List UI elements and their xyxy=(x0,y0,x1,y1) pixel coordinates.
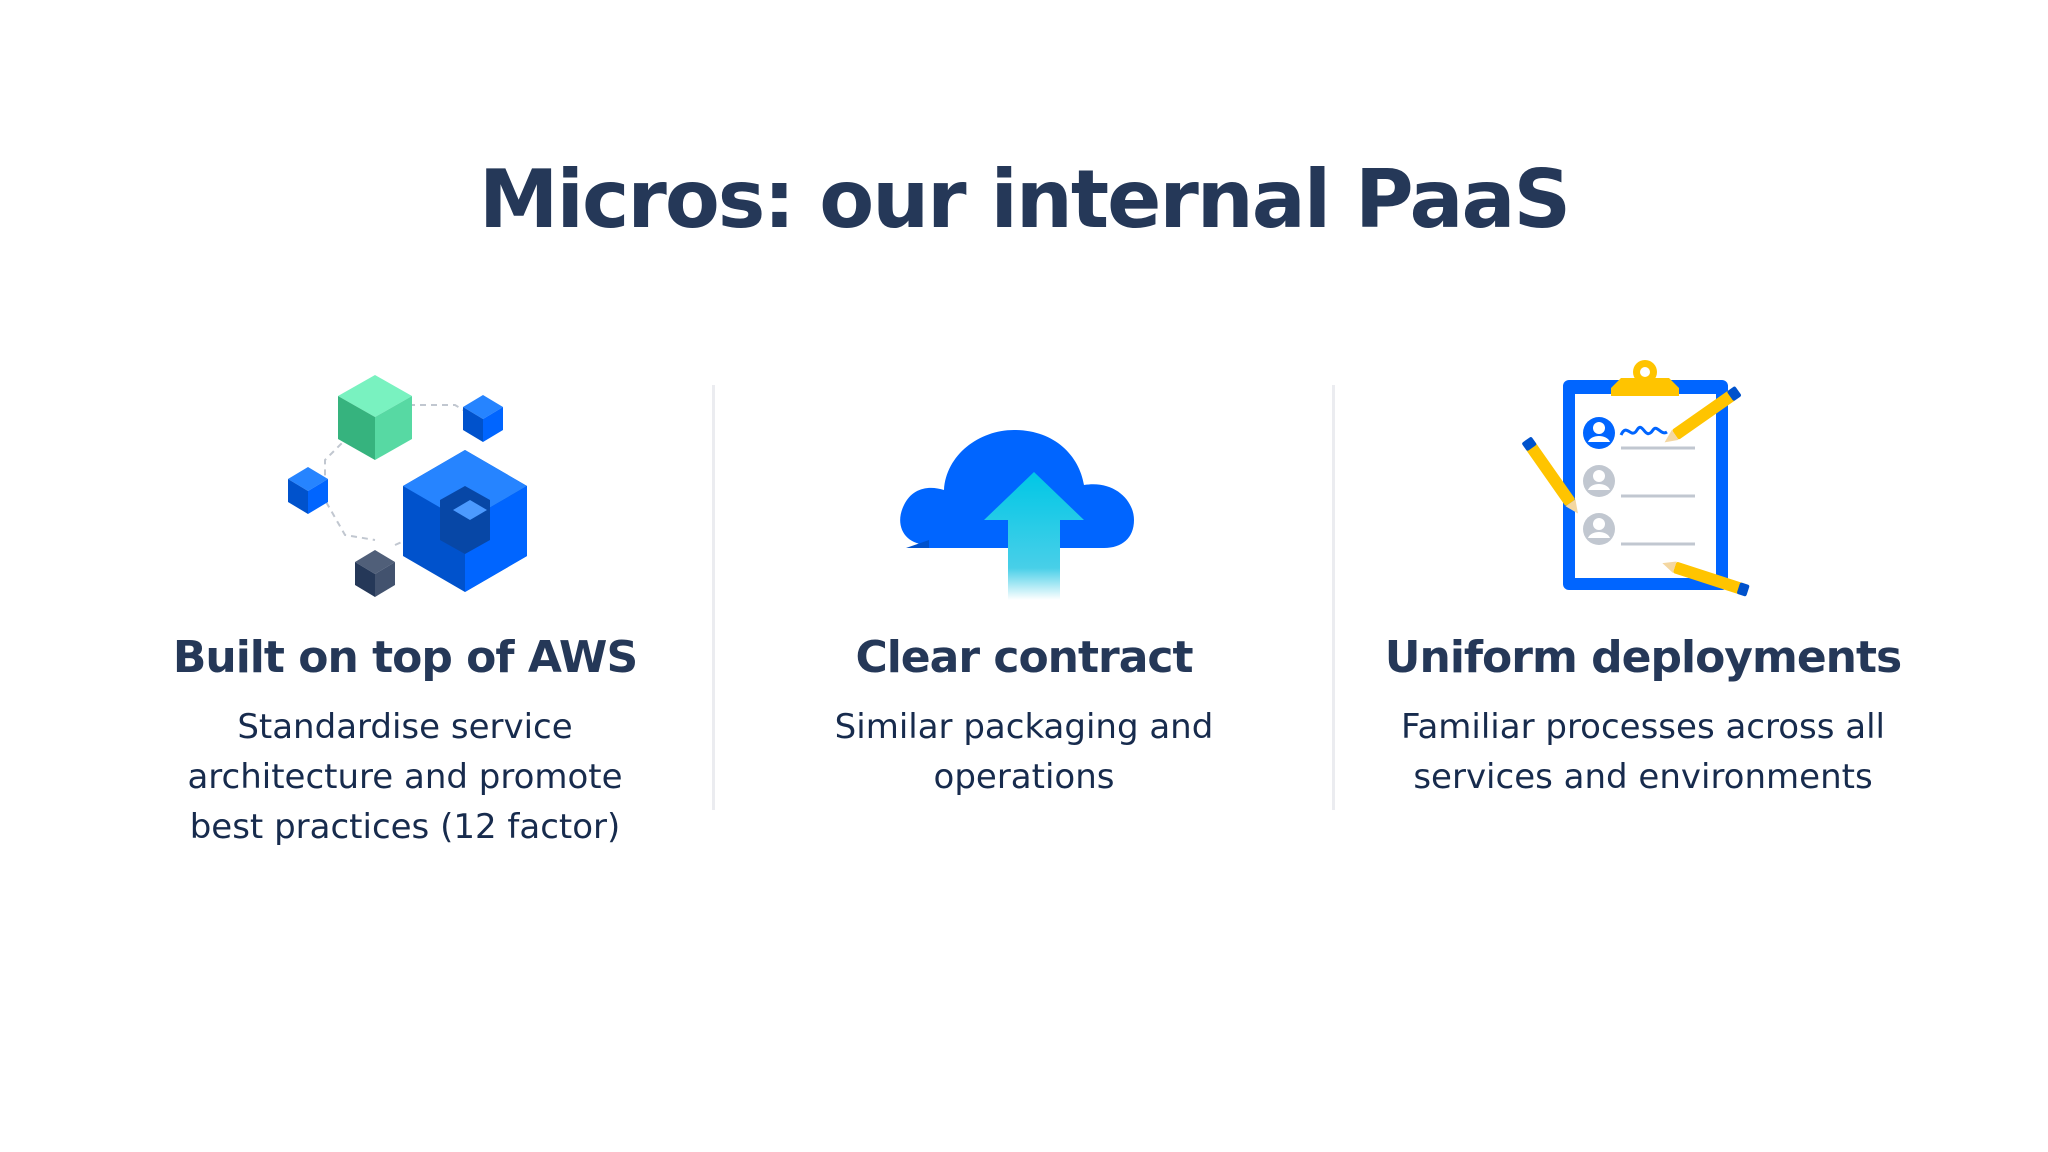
feature-column-aws: Built on top of AWS Standardise service … xyxy=(125,360,685,852)
feature-description-line: architecture and promote xyxy=(187,757,623,797)
feature-heading: Uniform deployments xyxy=(1384,632,1902,683)
column-divider-right xyxy=(1332,385,1335,810)
feature-description-line: services and environments xyxy=(1413,757,1873,797)
feature-description-line: best practices (12 factor) xyxy=(189,807,621,847)
column-divider-left xyxy=(712,385,715,810)
slide-title: Micros: our internal PaaS xyxy=(478,153,1571,246)
feature-description: Similar packaging and operations xyxy=(744,702,1304,802)
hexagon-cubes-icon xyxy=(288,375,527,597)
feature-column-contract: Clear contract Similar packaging and ope… xyxy=(744,360,1304,802)
feature-heading: Built on top of AWS xyxy=(172,632,638,683)
feature-description: Familiar processes across all services a… xyxy=(1363,702,1923,802)
feature-description-line: Similar packaging and xyxy=(834,707,1214,747)
clipboard-checklist-icon xyxy=(1522,360,1750,597)
feature-description-line: operations xyxy=(933,757,1115,797)
feature-column-deployments: Uniform deployments Familiar processes a… xyxy=(1363,360,1923,802)
feature-description-line: Standardise service xyxy=(237,707,573,747)
feature-description-line: Familiar processes across all xyxy=(1401,707,1885,747)
cloud-upload-icon xyxy=(900,430,1134,600)
feature-description: Standardise service architecture and pro… xyxy=(125,702,685,852)
feature-heading: Clear contract xyxy=(855,632,1193,683)
